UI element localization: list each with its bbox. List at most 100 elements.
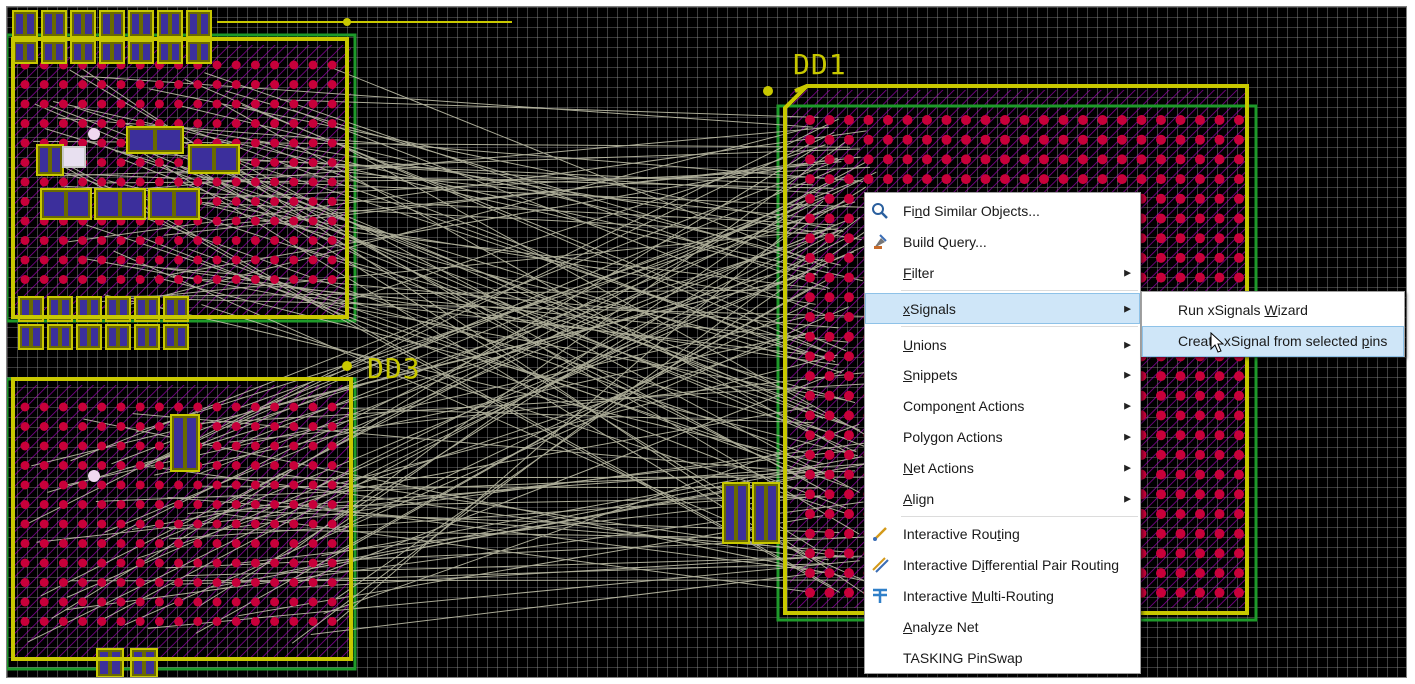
- pad: [97, 119, 107, 128]
- menu-item-build-query[interactable]: Build Query...: [865, 227, 1140, 258]
- menu-item-filter[interactable]: Filter▶: [865, 258, 1140, 289]
- pad: [327, 158, 337, 167]
- pad: [193, 578, 203, 587]
- menu-item-xsignals[interactable]: xSignals▶: [865, 293, 1140, 325]
- menu-item-snippets[interactable]: Snippets▶: [865, 360, 1140, 391]
- selected-pins: [62, 128, 100, 482]
- pad: [1195, 193, 1205, 204]
- pad: [308, 158, 318, 167]
- menu-item-create-xsignal-from-selected-pins[interactable]: Create xSignal from selected pins: [1142, 325, 1404, 357]
- pad: [78, 80, 88, 89]
- smd-pad: [109, 300, 116, 318]
- menu-item-run-xsignals-wizard[interactable]: Run xSignals Wizard: [1142, 295, 1404, 326]
- smd-pad: [27, 44, 34, 60]
- menu-item-interactive-routing[interactable]: Interactive Routing: [865, 519, 1140, 550]
- ratsnest-line: [164, 156, 861, 236]
- pad: [78, 500, 88, 509]
- pad: [212, 177, 222, 187]
- pad: [327, 597, 337, 607]
- ratsnest-line: [104, 219, 848, 533]
- pad: [154, 158, 164, 167]
- pad: [20, 519, 30, 529]
- label-part: ulti-Routing: [983, 587, 1054, 604]
- menu-item-net-actions[interactable]: Net Actions▶: [865, 452, 1140, 483]
- pcb-layout[interactable]: [7, 7, 1407, 678]
- pad: [327, 617, 337, 626]
- pad: [135, 99, 145, 109]
- pad: [154, 480, 164, 490]
- ratsnest-line: [135, 201, 856, 433]
- pad: [824, 548, 835, 559]
- menu-item-find-similar-objects[interactable]: Find Similar Objects...: [865, 196, 1140, 227]
- menu-item-unions[interactable]: Unions▶: [865, 329, 1140, 360]
- ratsnest-line: [85, 224, 824, 473]
- pad: [174, 480, 184, 490]
- pad: [78, 617, 88, 626]
- pad: [308, 216, 318, 226]
- smd-pad: [176, 192, 196, 216]
- pad: [39, 597, 49, 607]
- pad: [270, 480, 280, 490]
- pad: [39, 255, 49, 265]
- menu-item-label: Net Actions: [903, 460, 974, 476]
- label-part: fferential Pair Routing: [984, 557, 1120, 574]
- pad: [39, 500, 49, 509]
- pad: [78, 99, 88, 109]
- pad: [289, 197, 299, 206]
- pad: [922, 134, 932, 145]
- ratsnest-line: [153, 276, 858, 457]
- pad: [1039, 134, 1049, 145]
- pad: [805, 331, 815, 342]
- pad: [1234, 469, 1244, 480]
- menu-item-label: Unions: [903, 337, 947, 353]
- menu-item-tasking-pinswap[interactable]: TASKING PinSwap: [865, 642, 1140, 673]
- label-part: Create xSignal from selected: [1178, 333, 1362, 350]
- pad: [39, 80, 49, 89]
- pad: [97, 558, 107, 568]
- pad: [1234, 252, 1244, 263]
- pad: [231, 480, 241, 490]
- smd-pad: [33, 328, 40, 346]
- pad: [20, 617, 30, 626]
- pad: [1214, 390, 1225, 401]
- pcb-canvas[interactable]: DD1 DD3: [6, 6, 1407, 678]
- menu-item-polygon-actions[interactable]: Polygon Actions▶: [865, 422, 1140, 453]
- pad: [327, 441, 337, 451]
- pad: [97, 617, 107, 626]
- pad: [97, 539, 107, 548]
- menu-item-interactive-differential-pair-routing[interactable]: Interactive Differential Pair Routing: [865, 550, 1140, 581]
- pad: [174, 500, 184, 509]
- ratsnest-line: [291, 216, 861, 644]
- pad: [805, 528, 815, 539]
- pad: [212, 402, 222, 412]
- pad: [327, 500, 337, 509]
- pad: [844, 272, 854, 283]
- pad: [1097, 115, 1108, 125]
- pad: [250, 275, 260, 284]
- pad: [270, 255, 280, 265]
- smd-pad: [167, 300, 174, 318]
- pad: [231, 617, 241, 626]
- menu-item-interactive-multi-routing[interactable]: Interactive Multi-Routing: [865, 581, 1140, 612]
- pad: [805, 568, 815, 579]
- menu-item-align[interactable]: Align▶: [865, 483, 1140, 514]
- smd-pad: [52, 148, 60, 172]
- smd-pad: [62, 300, 69, 318]
- pad: [270, 177, 280, 187]
- pin1-marker-dd1: [763, 86, 773, 96]
- ratsnest-line: [173, 298, 870, 318]
- menu-item-analyze-net[interactable]: Analyze Net: [865, 611, 1140, 642]
- pad: [1156, 548, 1166, 559]
- pad: [805, 233, 815, 244]
- pad: [97, 597, 107, 607]
- pad: [805, 312, 815, 322]
- menu-item-component-actions[interactable]: Component Actions▶: [865, 391, 1140, 422]
- pad: [1234, 449, 1244, 460]
- pad: [20, 539, 30, 548]
- pad: [327, 119, 337, 128]
- pad: [116, 480, 126, 490]
- pad: [97, 480, 107, 490]
- pad: [212, 617, 222, 626]
- label-part: nalyze Net: [912, 618, 979, 635]
- pad: [231, 119, 241, 128]
